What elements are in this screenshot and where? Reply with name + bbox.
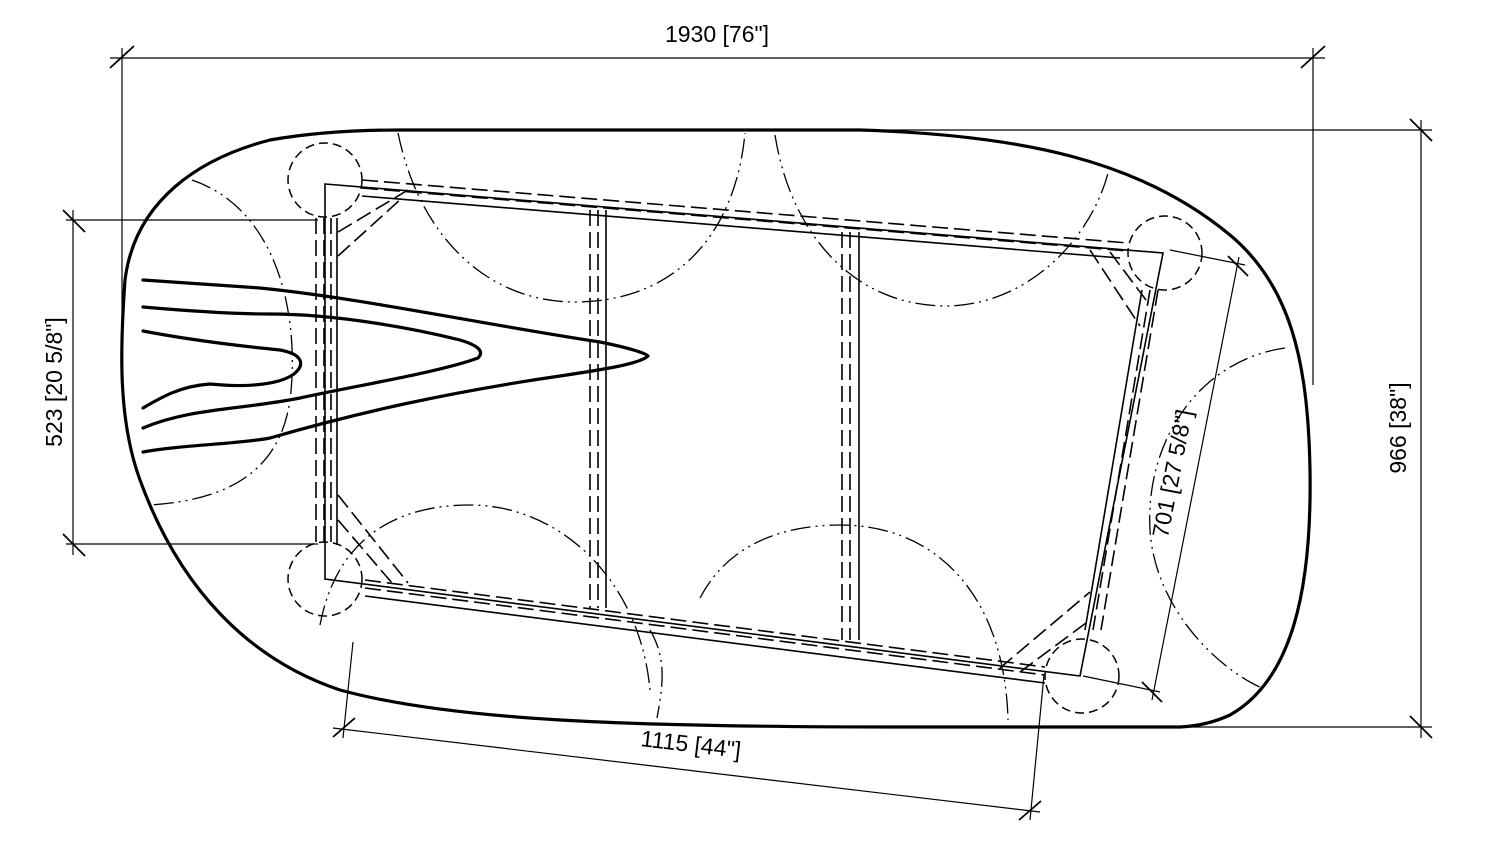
arm-depth-label: 523 [20 5/8"]: [41, 317, 67, 447]
dimension-inner-depth: 701 [27 5/8"]: [1082, 249, 1249, 703]
inner-depth-label: 701 [27 5/8"]: [1147, 407, 1197, 539]
dimension-overall-depth: 966 [38"]: [860, 118, 1433, 739]
tabletop-outline: [120, 128, 1312, 729]
dimension-arm-depth: 523 [20 5/8"]: [41, 209, 318, 557]
wood-grain: [141, 278, 650, 454]
dimension-overall-width: 1930 [76"]: [109, 21, 1326, 385]
base-frame: [315, 179, 1164, 684]
inner-width-label: 1115 [44"]: [639, 725, 742, 763]
leg-positions: [287, 142, 1203, 714]
overall-depth-label: 966 [38"]: [1385, 382, 1411, 473]
leg-bottom-right: [1044, 638, 1120, 714]
overall-width-label: 1930 [76"]: [665, 21, 769, 47]
leg-top-right: [1127, 215, 1203, 291]
chair-clearance-arcs: [149, 132, 1286, 721]
